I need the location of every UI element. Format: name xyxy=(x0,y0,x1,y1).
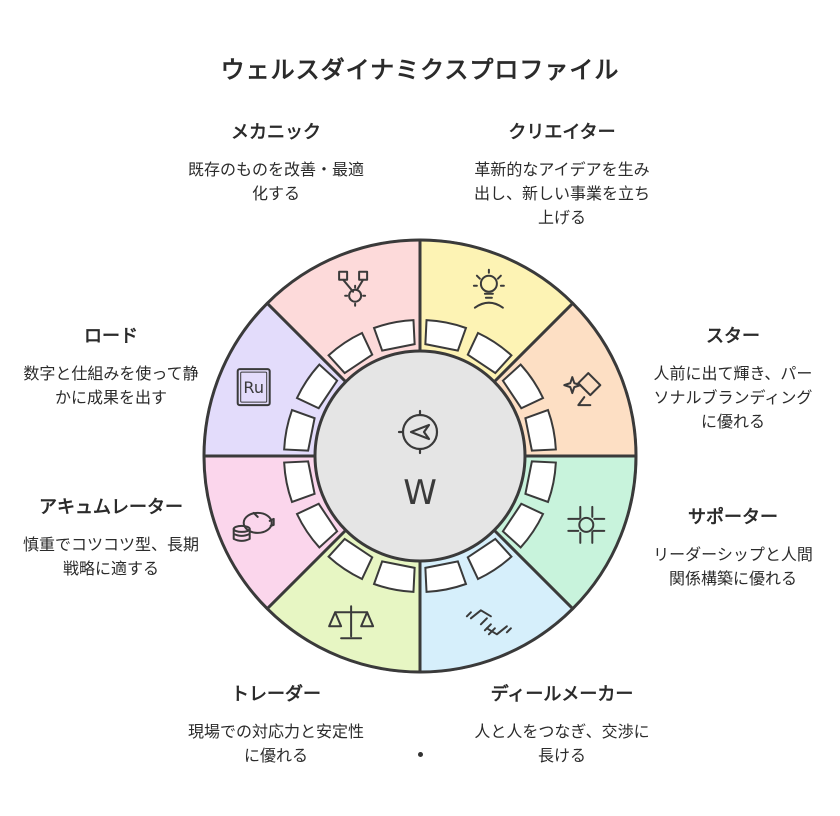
segment-divider xyxy=(493,302,574,383)
profile-description: 人と人をつなぎ、交渉に長ける xyxy=(474,722,650,765)
gear-piston-icon xyxy=(338,270,369,307)
gear-tooth xyxy=(327,537,374,581)
gear-tooth xyxy=(424,319,468,352)
segment-divider xyxy=(493,529,574,610)
center-hub xyxy=(313,349,527,563)
profile-title: ディールメーカー xyxy=(490,684,634,705)
segment-divider xyxy=(266,302,347,383)
decorative-dot xyxy=(418,752,423,757)
profile-description: 現場での対応力と安定性に優れる xyxy=(187,722,364,765)
profile-title: メカニック xyxy=(231,122,321,143)
gear-tooth xyxy=(327,331,374,375)
microphone-sparkle-icon xyxy=(563,372,602,407)
balance-scale-icon xyxy=(328,605,375,640)
profile-label-accumulator: アキュムレーター慎重でコツコツ型、長期戦略に適する xyxy=(22,493,200,581)
gear-tooth xyxy=(466,331,513,375)
lightbulb-person-icon xyxy=(472,268,505,309)
gear-tooth xyxy=(295,502,339,549)
profile-title: アキュムレーター xyxy=(39,497,183,518)
profile-label-dealmaker: ディールメーカー人と人をつなぎ、交渉に長ける xyxy=(470,680,654,768)
gear-tooth xyxy=(501,363,545,410)
profile-description: 革新的なアイデアを生み出し、新しい事業を立ち上げる xyxy=(473,160,650,227)
profile-description: 数字と仕組みを使って静かに成果を出す xyxy=(23,364,199,407)
gear-tooth xyxy=(524,408,557,452)
profile-label-supporter: サポーターリーダーシップと人間関係構築に優れる xyxy=(648,503,818,591)
gear-tooth xyxy=(283,408,316,452)
piggy-bank-icon xyxy=(232,511,275,542)
gear-tooth xyxy=(501,502,545,549)
gear-tooth xyxy=(524,460,557,504)
diagram-title: ウェルスダイナミクスプロファイル xyxy=(220,56,620,84)
profile-label-lord: ロード数字と仕組みを使って静かに成果を出す xyxy=(22,322,200,410)
gear-tooth xyxy=(372,560,416,593)
profile-title: ロード xyxy=(84,326,138,347)
gear-teeth xyxy=(283,319,557,593)
handshake-icon xyxy=(465,609,512,636)
profile-label-trader: トレーダー現場での対応力と安定性に優れる xyxy=(186,680,366,768)
profile-description: 人前に出て輝き、パーソナルブランディングに優れる xyxy=(653,364,813,431)
profile-label-mechanic: メカニック既存のものを改善・最適化する xyxy=(186,118,366,206)
profile-label-creator: クリエイター革新的なアイデアを生み出し、新しい事業を立ち上げる xyxy=(470,118,654,230)
profile-title: サポーター xyxy=(688,507,778,528)
gear-tooth xyxy=(372,319,416,352)
gear-tooth xyxy=(466,537,513,581)
profile-label-star: スター人前に出て輝き、パーソナルブランディングに優れる xyxy=(648,322,818,434)
profile-description: リーダーシップと人間関係構築に優れる xyxy=(653,545,813,588)
profile-title: トレーダー xyxy=(231,684,321,705)
segment-divider xyxy=(266,529,347,610)
compass-icon xyxy=(397,409,439,455)
gear-tooth xyxy=(283,460,316,504)
gear-tooth xyxy=(424,560,468,593)
center-letter: W xyxy=(403,473,437,513)
profile-title: クリエイター xyxy=(508,122,616,143)
profile-description: 慎重でコツコツ型、長期戦略に適する xyxy=(22,535,199,578)
ru-document-icon: Ru xyxy=(236,368,271,407)
gear-tooth xyxy=(295,363,339,410)
team-hands-icon xyxy=(567,505,606,544)
profile-title: スター xyxy=(706,326,760,347)
outer-border xyxy=(202,238,638,674)
svg-text:Ru: Ru xyxy=(243,378,264,397)
profile-description: 既存のものを改善・最適化する xyxy=(187,160,364,203)
